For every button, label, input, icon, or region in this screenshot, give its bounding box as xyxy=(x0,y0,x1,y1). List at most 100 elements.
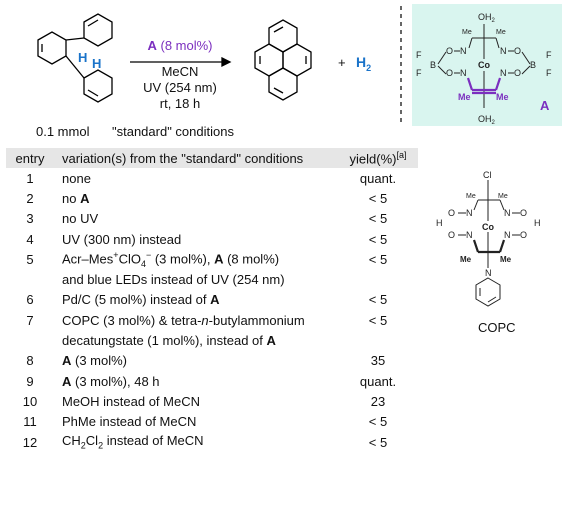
variation-bold: A xyxy=(62,353,72,369)
solvent: MeCN xyxy=(161,64,199,79)
entry-cell: 2 xyxy=(26,190,34,206)
entry-cell: 7 xyxy=(26,312,34,328)
variation-text: ClO xyxy=(118,251,141,267)
variation-cell: UV (300 nm) instead xyxy=(62,231,182,247)
entry-cell: 12 xyxy=(22,434,38,450)
h2-subscript: 2 xyxy=(366,62,372,73)
a-f2: F xyxy=(416,68,422,78)
variation-cell: none xyxy=(62,170,91,186)
table-row: 2 no A < 5 xyxy=(6,188,418,208)
a-me3: Me xyxy=(458,92,471,102)
copc-cl: Cl xyxy=(483,170,492,180)
catalyst-a-label: A xyxy=(540,98,550,113)
product-structure xyxy=(254,19,312,101)
entry-cell xyxy=(6,330,54,350)
table-header-row: entry variation(s) from the "standard" c… xyxy=(6,148,418,168)
entry-cell: 6 xyxy=(26,292,34,308)
entry-cell: 10 xyxy=(22,393,38,409)
table-row: 9 A (3 mol%), 48 h quant. xyxy=(6,371,418,391)
table-row: 8 A (3 mol%) 35 xyxy=(6,351,418,371)
reaction-scheme xyxy=(37,6,402,126)
copc-me4: Me xyxy=(500,255,512,264)
yield-cell: 35 xyxy=(370,353,386,369)
a-f1: F xyxy=(416,50,422,60)
copc-h1: H xyxy=(436,218,443,228)
substrate-amount: 0.1 mmol xyxy=(36,124,90,139)
copc-n4: N xyxy=(504,230,511,240)
variation-text: (3 mol%), xyxy=(151,251,215,267)
yield-cell: < 5 xyxy=(368,251,388,267)
variation-text: (3 mol%) xyxy=(71,353,128,369)
entry-cell: 1 xyxy=(26,170,34,186)
variation-text: (3 mol%), 48 h xyxy=(71,373,160,389)
copc-o1: O xyxy=(448,208,455,218)
copc-me3: Me xyxy=(460,255,472,264)
header-yield: yield(%)[a] xyxy=(338,148,418,168)
header-yield-note: [a] xyxy=(396,149,407,160)
variation-cell: Pd/C (5 mol%) instead of A xyxy=(54,290,338,310)
entry-cell: 9 xyxy=(26,373,34,389)
a-b2: B xyxy=(530,60,536,70)
copc-h2: H xyxy=(534,218,541,228)
variation-sup: − xyxy=(145,249,152,260)
copc-o3: O xyxy=(448,230,455,240)
catalyst-a-structure: OH2 OH2 Co N N N N O O O O B B F F F F M… xyxy=(416,12,552,126)
table-row-continuation: and blue LEDs instead of UV (254 nm) xyxy=(6,269,418,289)
table-row: 3 no UV < 5 xyxy=(6,209,418,229)
a-me2: Me xyxy=(496,29,506,36)
variation-text: CH xyxy=(62,433,81,449)
copc-n1: N xyxy=(466,208,473,218)
a-o1: O xyxy=(446,46,453,56)
table-row: 1 none quant. xyxy=(6,168,418,188)
variation-text: Acr–Mes xyxy=(62,251,114,267)
variation-text: Cl xyxy=(85,433,99,449)
a-cobalt: Co xyxy=(478,60,490,70)
light-source: UV (254 nm) xyxy=(143,80,217,95)
copc-py-n: N xyxy=(485,268,492,278)
yield-cell: < 5 xyxy=(368,434,388,450)
catalyst-amount: (8 mol%) xyxy=(156,38,213,53)
yield-cell: < 5 xyxy=(368,190,388,206)
a-bottom-oh2: OH2 xyxy=(478,114,496,126)
plus-sign: + xyxy=(338,55,346,70)
header-yield-text: yield(%) xyxy=(349,151,397,167)
variation-sub: 4 xyxy=(140,258,146,269)
a-o2: O xyxy=(514,46,521,56)
variation-cell: PhMe instead of MeCN xyxy=(62,414,197,430)
variation-bold: A xyxy=(266,333,276,349)
variation-cell: MeOH instead of MeCN xyxy=(62,393,200,409)
yield-cell: < 5 xyxy=(368,211,388,227)
copc-o2: O xyxy=(520,208,527,218)
copc-o4: O xyxy=(520,230,527,240)
variation-bold: A xyxy=(214,251,224,267)
copc-me1: Me xyxy=(466,193,476,200)
results-table: entry variation(s) from the "standard" c… xyxy=(6,148,418,452)
variation-text: (8 mol%) xyxy=(223,251,280,267)
h-atom-2: H xyxy=(92,56,102,71)
table-row: 12 CH2Cl2 instead of MeCN < 5 xyxy=(6,432,418,452)
temp-time: rt, 18 h xyxy=(159,96,201,111)
variation-cell: CH2Cl2 instead of MeCN xyxy=(54,432,338,452)
variation-italic: n xyxy=(201,312,209,328)
table-row: 11 PhMe instead of MeCN < 5 xyxy=(6,412,418,432)
variation-cell: COPC (3 mol%) & tetra-n-butylammonium xyxy=(54,310,338,330)
yield-cell: < 5 xyxy=(368,292,388,308)
hydrogen-product: H2 xyxy=(356,54,371,73)
a-b1: B xyxy=(430,60,436,70)
a-top-oh2: OH2 xyxy=(478,12,496,24)
variation-bold: A xyxy=(62,373,72,389)
variation-text: decatungstate (1 mol%), instead of xyxy=(62,333,267,349)
entry-cell: 5 xyxy=(26,251,34,267)
yield-cell xyxy=(338,269,418,289)
variation-text: instead of MeCN xyxy=(103,433,204,449)
entry-cell: 11 xyxy=(23,414,37,430)
variation-cell: A (3 mol%), 48 h xyxy=(54,371,338,391)
header-entry: entry xyxy=(15,150,45,166)
standard-conditions-label: "standard" conditions xyxy=(112,124,234,139)
entry-cell xyxy=(6,269,54,289)
copc-structure: Cl Co Me Me N N N N O O O O H H Me Me N xyxy=(436,170,541,307)
yield-cell: < 5 xyxy=(368,231,388,247)
a-n4: N xyxy=(500,68,507,78)
variation-text: Pd/C (5 mol%) instead of xyxy=(62,292,211,308)
yield-cell xyxy=(338,330,418,350)
